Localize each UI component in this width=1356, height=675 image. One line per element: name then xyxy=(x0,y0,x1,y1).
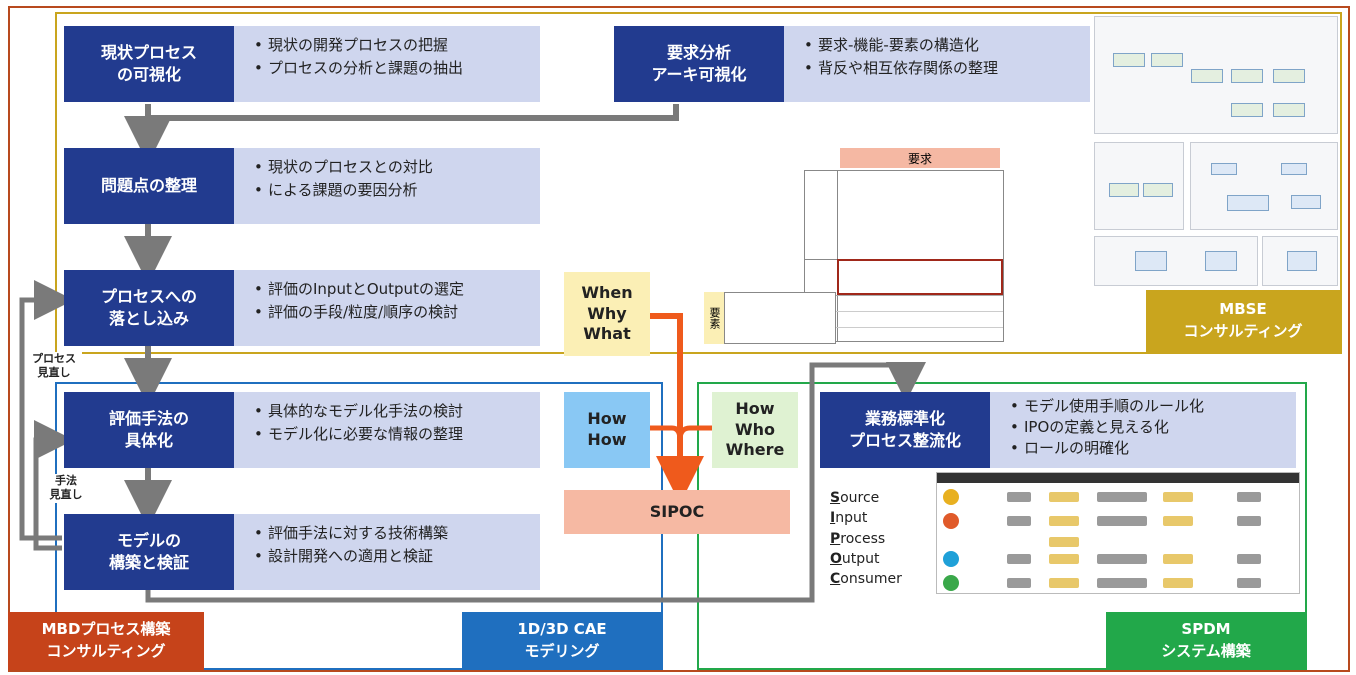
bullet: プロセスの分析と課題の抽出 xyxy=(254,57,528,80)
when-why-what-box: When Why What xyxy=(564,272,650,356)
step2-description: 現状のプロセスとの対比 による課題の要因分析 xyxy=(234,148,540,224)
sipoc-legend: Source Input Process Output Consumer xyxy=(830,488,930,589)
sipoc-input: Input xyxy=(830,510,868,527)
outer-frame xyxy=(8,6,1350,672)
requirement-analysis-description: 要求-機能-要素の構造化 背反や相互依存関係の整理 xyxy=(784,26,1090,102)
sipoc-box: SIPOC xyxy=(564,490,790,534)
bullet: 背反や相互依存関係の整理 xyxy=(804,57,1078,80)
bullet: 設計開発への適用と検証 xyxy=(254,545,528,568)
sipoc-flow-table-image xyxy=(936,472,1300,594)
elements-side-label: 要素 xyxy=(704,292,724,344)
bullet: ロールの明確化 xyxy=(1010,438,1284,459)
mbse-diagram-image xyxy=(1094,142,1184,230)
mbse-diagram-image xyxy=(1094,16,1338,134)
bullet: 要求-機能-要素の構造化 xyxy=(804,34,1078,57)
bullet: 評価の手段/粒度/順序の検討 xyxy=(254,301,528,324)
bullet: 現状の開発プロセスの把握 xyxy=(254,34,528,57)
requirement-table-image xyxy=(804,170,1004,342)
how-who-where-box: How Who Where xyxy=(712,392,798,468)
method-review-label: 手法 見直し xyxy=(44,474,88,503)
how-how-box: How How xyxy=(564,392,650,468)
sipoc-process: Process xyxy=(830,530,886,547)
bullet: 評価のInputとOutputの選定 xyxy=(254,278,528,301)
step4-description: 具体的なモデル化手法の検討 モデル化に必要な情報の整理 xyxy=(234,392,540,468)
standardization-box[interactable]: 業務標準化 プロセス整流化 xyxy=(820,392,990,468)
step5-description: 評価手法に対する技術構築 設計開発への適用と検証 xyxy=(234,514,540,590)
sipoc-consumer: Consumer xyxy=(830,571,902,588)
bullet: IPOの定義と見える化 xyxy=(1010,417,1284,438)
requirement-table-header: 要求 xyxy=(840,148,1000,168)
standardization-description: モデル使用手順のルール化 IPOの定義と見える化 ロールの明確化 xyxy=(990,392,1296,468)
requirement-analysis-box[interactable]: 要求分析 アーキ可視化 xyxy=(614,26,784,102)
step-model-build-verify[interactable]: モデルの 構築と検証 xyxy=(64,514,234,590)
step-problem-organization[interactable]: 問題点の整理 xyxy=(64,148,234,224)
step-method-concretization[interactable]: 評価手法の 具体化 xyxy=(64,392,234,468)
step3-description: 評価のInputとOutputの選定 評価の手段/粒度/順序の検討 xyxy=(234,270,540,346)
mbse-diagram-image xyxy=(1094,236,1258,286)
sipoc-source: Source xyxy=(830,490,880,506)
spdm-tag: SPDM システム構築 xyxy=(1106,612,1306,670)
mbse-diagram-image xyxy=(1190,142,1338,230)
bullet: 現状のプロセスとの対比 xyxy=(254,156,528,179)
bullet: 具体的なモデル化手法の検討 xyxy=(254,400,528,423)
mbse-diagram-image xyxy=(1262,236,1338,286)
bullet: モデル化に必要な情報の整理 xyxy=(254,423,528,446)
step1-description: 現状の開発プロセスの把握 プロセスの分析と課題の抽出 xyxy=(234,26,540,102)
mbd-tag: MBDプロセス構築 コンサルティング xyxy=(8,612,204,670)
step-current-process-visualization[interactable]: 現状プロセス の可視化 xyxy=(64,26,234,102)
sipoc-output: Output xyxy=(830,550,880,567)
mbse-region-frame xyxy=(55,12,1342,354)
element-list-image xyxy=(724,292,836,344)
mbse-tag: MBSE コンサルティング xyxy=(1146,290,1340,352)
cae-tag: 1D/3D CAE モデリング xyxy=(462,612,662,670)
bullet: モデル使用手順のルール化 xyxy=(1010,396,1284,417)
bullet: 評価手法に対する技術構築 xyxy=(254,522,528,545)
bullet-continuation: による課題の要因分析 xyxy=(254,179,528,202)
step-process-integration[interactable]: プロセスへの 落とし込み xyxy=(64,270,234,346)
process-review-label: プロセス 見直し xyxy=(26,352,82,381)
